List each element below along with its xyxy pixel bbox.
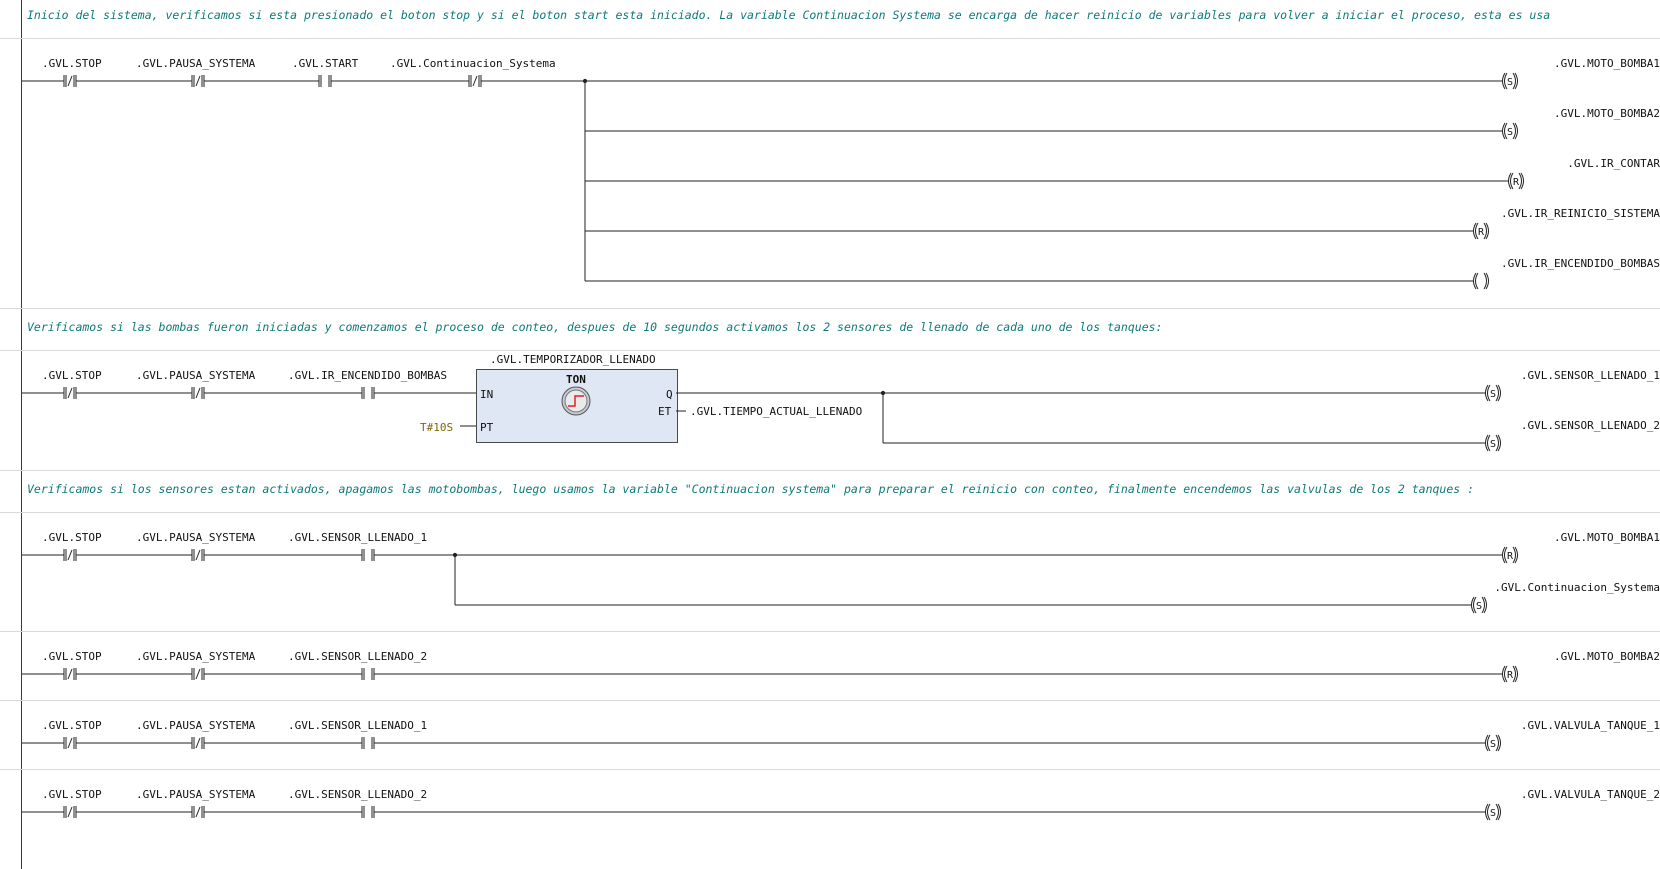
normally-closed-contact[interactable] [191,387,205,399]
contact-label[interactable]: .GVL.PAUSA_SYSTEMA [136,57,256,70]
coil-type-letter: S [1507,127,1513,138]
coil-label[interactable]: .GVL.IR_CONTAR [1567,157,1660,170]
coil-type-letter: R [1478,227,1485,238]
network-comment-2: Verificamos si las bombas fueron iniciad… [27,320,1163,334]
contact-label[interactable]: .GVL.SENSOR_LLENADO_1 [288,531,428,544]
coil-type-letter: S [1490,808,1496,819]
coil-label[interactable]: .GVL.IR_REINICIO_SISTEMA [1501,207,1660,220]
network-separator [0,350,1660,351]
normally-open-contact[interactable] [318,75,332,87]
coil-label[interactable]: .GVL.SENSOR_LLENADO_1 [1520,369,1660,382]
contact-label[interactable]: .GVL.PAUSA_SYSTEMA [136,719,256,732]
network-separator [0,769,1660,770]
normally-closed-contact[interactable] [191,668,205,680]
contact-label[interactable]: .GVL.PAUSA_SYSTEMA [136,788,256,801]
junction-dot [582,78,588,84]
contact-label[interactable]: .GVL.PAUSA_SYSTEMA [136,369,256,382]
coil-type-letter: R [1513,177,1520,188]
output-coil[interactable] [1473,272,1489,290]
fb-instance-name[interactable]: .GVL.TEMPORIZADOR_LLENADO [490,353,656,366]
contact-label[interactable]: .GVL.STOP [42,650,102,663]
network-separator [0,470,1660,471]
reset-coil[interactable]: R [1502,546,1518,564]
contact-label[interactable]: .GVL.PAUSA_SYSTEMA [136,531,256,544]
reset-coil[interactable]: R [1473,222,1489,240]
set-coil[interactable]: S [1502,122,1518,140]
network-separator [0,308,1660,309]
fb-pin-in: IN [480,388,494,401]
normally-closed-contact[interactable] [191,549,205,561]
fb-type-label: TON [566,373,586,386]
reset-coil[interactable]: R [1508,172,1524,190]
pt-constant[interactable]: T#10S [420,421,454,434]
coil-label[interactable]: .GVL.Continuacion_Systema [1494,581,1660,594]
coil-label[interactable]: .GVL.VALVULA_TANQUE_2 [1520,788,1660,801]
normally-closed-contact[interactable] [468,75,482,87]
contact-label[interactable]: .GVL.IR_ENCENDIDO_BOMBAS [288,369,447,382]
et-variable[interactable]: .GVL.TIEMPO_ACTUAL_LLENADO [690,405,863,418]
coil-label[interactable]: .GVL.MOTO_BOMBA1 [1554,57,1660,70]
fb-pin-et: ET [658,405,672,418]
coil-type-letter: S [1507,77,1513,88]
coil-type-letter: S [1476,601,1482,612]
contact-label[interactable]: .GVL.SENSOR_LLENADO_2 [288,788,428,801]
normally-closed-contact[interactable] [63,387,77,399]
reset-coil[interactable]: R [1502,665,1518,683]
network-separator [0,631,1660,632]
normally-closed-contact[interactable] [63,75,77,87]
set-coil[interactable]: S [1485,734,1501,752]
fb-pin-q: Q [666,388,673,401]
set-coil[interactable]: S [1485,803,1501,821]
network-comment-1: Inicio del sistema, verificamos si esta … [27,8,1551,22]
coil-label[interactable]: .GVL.MOTO_BOMBA2 [1554,107,1660,120]
contact-label[interactable]: .GVL.SENSOR_LLENADO_2 [288,650,428,663]
coil-type-letter: S [1490,739,1496,750]
coil-label[interactable]: .GVL.IR_ENCENDIDO_BOMBAS [1501,257,1660,270]
network-comment-3: Verificamos si los sensores estan activa… [27,482,1475,496]
contact-label[interactable]: .GVL.PAUSA_SYSTEMA [136,650,256,663]
coil-type-letter: R [1507,670,1514,681]
coil-label[interactable]: .GVL.VALVULA_TANQUE_1 [1520,719,1660,732]
normally-open-contact[interactable] [361,737,375,749]
contact-label[interactable]: .GVL.SENSOR_LLENADO_1 [288,719,428,732]
coil-type-letter: S [1490,439,1496,450]
contact-label[interactable]: .GVL.STOP [42,531,102,544]
set-coil[interactable]: S [1471,596,1487,614]
fb-pin-pt: PT [480,421,494,434]
normally-open-contact[interactable] [361,806,375,818]
network-separator [0,512,1660,513]
coil-type-letter: R [1507,551,1514,562]
network-separator [0,700,1660,701]
normally-closed-contact[interactable] [63,737,77,749]
set-coil[interactable]: S [1485,384,1501,402]
set-coil[interactable]: S [1485,434,1501,452]
contact-label[interactable]: .GVL.Continuacion_Systema [390,57,556,70]
contact-label[interactable]: .GVL.STOP [42,719,102,732]
network-separator [0,38,1660,39]
power-rail-left [0,0,22,869]
coil-label[interactable]: .GVL.MOTO_BOMBA2 [1554,650,1660,663]
normally-open-contact[interactable] [361,387,375,399]
coil-label[interactable]: .GVL.MOTO_BOMBA1 [1554,531,1660,544]
coil-type-letter: S [1490,389,1496,400]
contact-label[interactable]: .GVL.STOP [42,57,102,70]
timer-clock-face [564,389,588,413]
contact-label[interactable]: .GVL.START [292,57,359,70]
coil-label[interactable]: .GVL.SENSOR_LLENADO_2 [1520,419,1660,432]
set-coil[interactable]: S [1502,72,1518,90]
normally-closed-contact[interactable] [191,737,205,749]
normally-closed-contact[interactable] [191,806,205,818]
timer-step-icon [568,395,584,407]
normally-open-contact[interactable] [361,549,375,561]
normally-open-contact[interactable] [361,668,375,680]
normally-closed-contact[interactable] [191,75,205,87]
normally-closed-contact[interactable] [63,668,77,680]
contact-label[interactable]: .GVL.STOP [42,369,102,382]
contact-label[interactable]: .GVL.STOP [42,788,102,801]
normally-closed-contact[interactable] [63,549,77,561]
normally-closed-contact[interactable] [63,806,77,818]
